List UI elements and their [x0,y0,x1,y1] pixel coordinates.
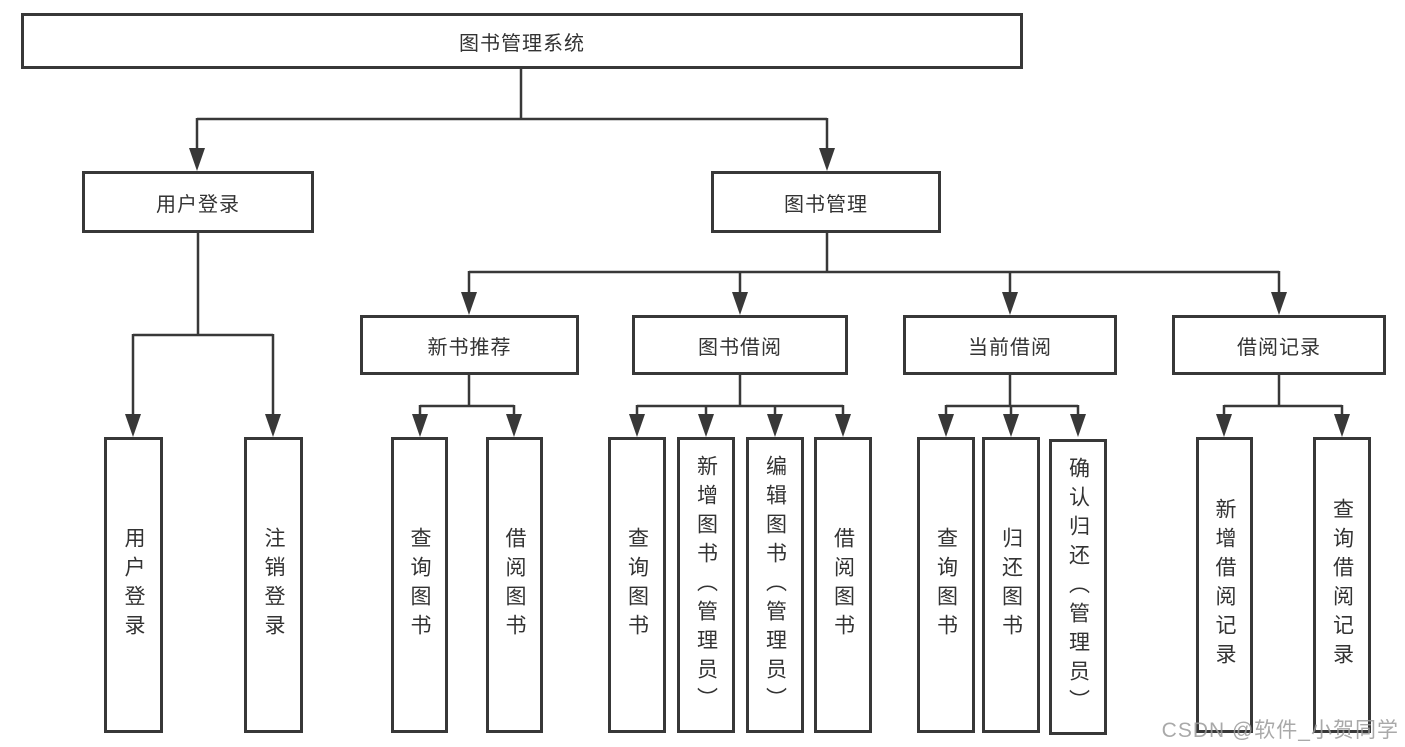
leaf-return-books: 归还图书 [982,437,1040,733]
leaf-label: 编辑图书（管理员） [763,454,787,716]
leaf-label: 查询图书 [934,527,958,643]
arrowheads [125,148,1350,437]
node-label: 用户登录 [156,193,240,216]
node-current-borrowing: 当前借阅 [903,315,1117,375]
leaf-logout: 注销登录 [244,437,303,733]
leaf-label: 归还图书 [999,527,1023,643]
leaf-add-books-admin: 新增图书（管理员） [677,437,735,733]
node-label: 图书管理 [784,193,868,216]
node-new-book-recommendation: 新书推荐 [360,315,579,375]
csdn-watermark: CSDN @软件_小贺同学 [1161,719,1399,742]
node-borrowing-records: 借阅记录 [1172,315,1386,375]
leaf-borrow-books-2: 借阅图书 [814,437,872,733]
leaf-user-login: 用户登录 [104,437,163,733]
node-label: 当前借阅 [968,336,1052,359]
node-label: 图书借阅 [698,336,782,359]
node-book-management: 图书管理 [711,171,941,233]
leaf-label: 新增借阅记录 [1213,498,1236,672]
leaf-label: 查询图书 [408,527,431,643]
leaf-query-books-1: 查询图书 [391,437,448,733]
leaf-query-books-3: 查询图书 [917,437,975,733]
leaf-label: 查询图书 [625,527,649,643]
leaf-add-borrow-record: 新增借阅记录 [1196,437,1253,733]
node-user-login: 用户登录 [82,171,314,233]
leaf-query-borrow-record: 查询借阅记录 [1313,437,1371,733]
node-label: 借阅记录 [1237,336,1321,359]
leaf-query-books-2: 查询图书 [608,437,666,733]
leaf-edit-books-admin: 编辑图书（管理员） [746,437,804,733]
node-library-management-system: 图书管理系统 [21,13,1023,69]
leaf-label: 查询借阅记录 [1330,498,1354,672]
node-label: 图书管理系统 [459,32,585,55]
leaf-label: 新增图书（管理员） [694,454,718,716]
node-book-borrowing: 图书借阅 [632,315,848,375]
leaf-label: 用户登录 [122,527,145,643]
leaf-borrow-books-1: 借阅图书 [486,437,543,733]
leaf-confirm-return-admin: 确认归还（管理员） [1049,439,1107,735]
leaf-label: 注销登录 [262,527,285,643]
leaf-label: 借阅图书 [503,527,526,643]
leaf-label: 确认归还（管理员） [1066,456,1090,718]
leaf-label: 借阅图书 [831,527,855,643]
node-label: 新书推荐 [427,336,512,359]
